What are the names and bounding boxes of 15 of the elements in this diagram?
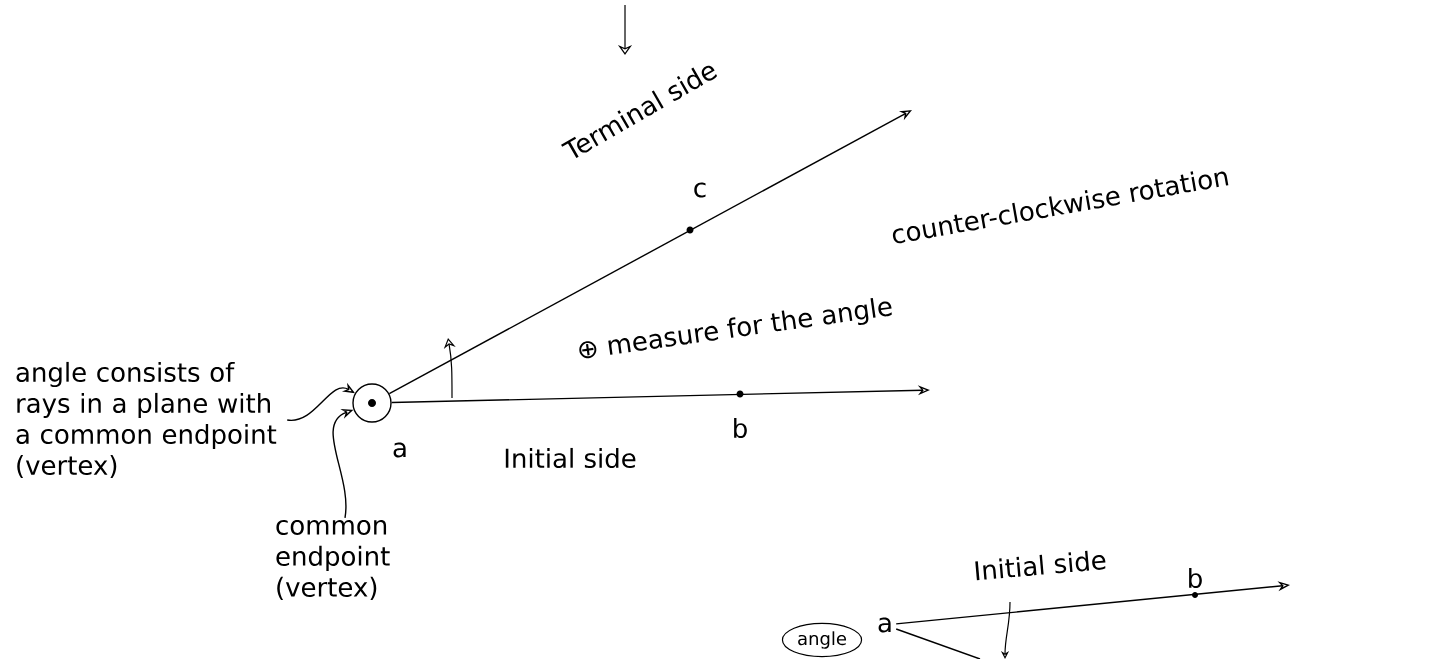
text-label: ⊕ measure for the angle bbox=[579, 297, 892, 359]
text-label: c bbox=[694, 182, 706, 198]
vertex-label: a bbox=[878, 617, 891, 633]
leader-arrow bbox=[286, 382, 355, 421]
ray bbox=[895, 628, 981, 659]
ray bbox=[388, 110, 912, 395]
circled-word: angle bbox=[781, 622, 863, 658]
edge-label: Initial side bbox=[505, 447, 636, 469]
note-text: common endpoint (vertex) bbox=[276, 520, 390, 600]
note-text: angle consists of rays in a plane with a common endpoint (vertex) bbox=[16, 361, 277, 479]
edge-label: Initial side bbox=[975, 550, 1106, 581]
vertex-circle bbox=[352, 383, 392, 423]
text-label: b bbox=[734, 417, 747, 439]
text-label: b bbox=[1189, 567, 1202, 589]
point-label: a bbox=[393, 442, 406, 458]
